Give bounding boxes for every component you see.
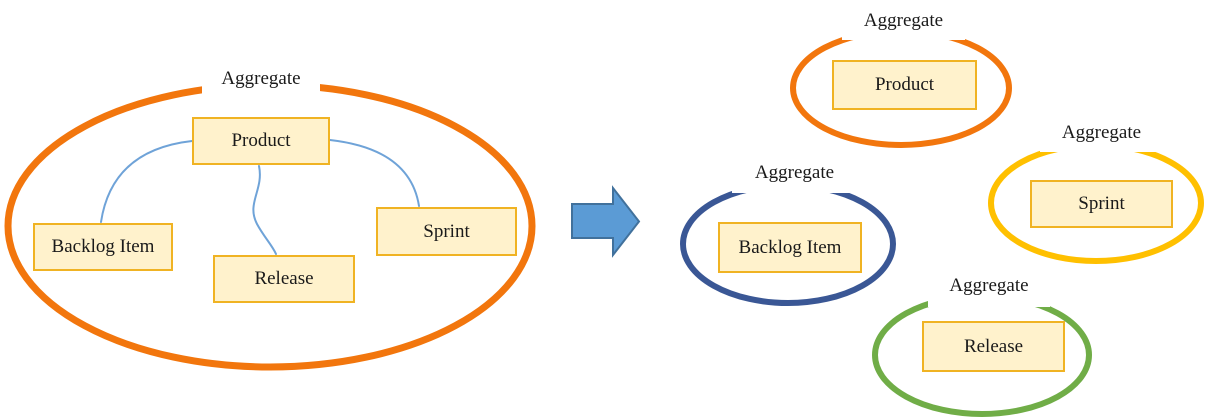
connector-product-backlog <box>100 140 193 223</box>
product-aggregate-label: Aggregate <box>842 2 965 40</box>
right-node-sprint: Sprint <box>1030 180 1173 228</box>
left-node-sprint: Sprint <box>376 207 517 256</box>
right-arrow-icon <box>571 185 641 258</box>
left-node-release: Release <box>213 255 355 303</box>
backlog-item-aggregate-label: Aggregate <box>732 153 857 193</box>
right-node-release: Release <box>922 321 1065 372</box>
left-node-backlog-item: Backlog Item <box>33 223 173 271</box>
release-aggregate-label: Aggregate <box>928 265 1050 307</box>
right-node-product: Product <box>832 60 977 110</box>
connector-product-release <box>252 165 277 255</box>
left-node-product: Product <box>192 117 330 165</box>
left-aggregate-label: Aggregate <box>202 60 320 98</box>
sprint-aggregate-label: Aggregate <box>1040 113 1163 152</box>
right-node-backlog-item: Backlog Item <box>718 222 862 273</box>
connector-product-sprint <box>329 139 420 207</box>
